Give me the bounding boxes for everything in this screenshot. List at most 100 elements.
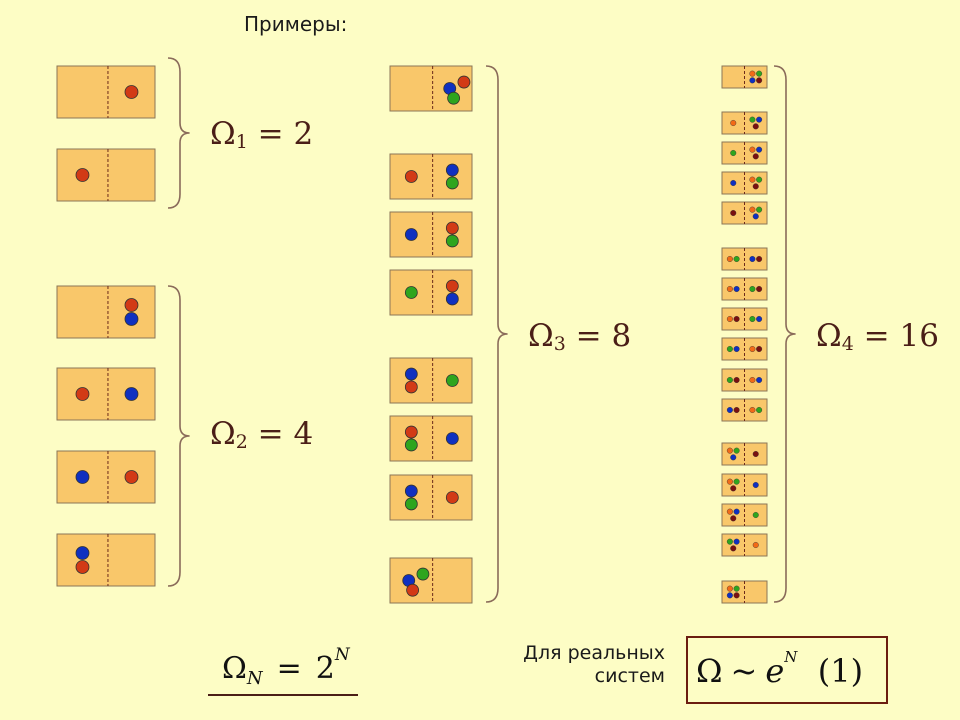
box-outline — [56, 533, 156, 587]
blue-particle — [730, 179, 737, 186]
state-box — [721, 533, 768, 557]
state-box — [721, 307, 768, 331]
green-particle — [404, 497, 418, 511]
maroon-particle — [756, 77, 763, 84]
curly-brace — [773, 65, 796, 603]
maroon-particle — [756, 286, 763, 293]
orange-particle — [730, 119, 737, 126]
state-box — [389, 557, 473, 604]
blue-particle — [733, 286, 740, 293]
real-exponent: N — [784, 648, 798, 666]
box-outline — [56, 450, 156, 504]
green-particle — [404, 286, 418, 299]
blue-particle — [404, 484, 418, 498]
formula-equals: = — [276, 651, 302, 686]
red-particle — [445, 221, 459, 235]
orange-particle — [726, 447, 733, 454]
orange-particle — [749, 206, 756, 213]
green-particle — [445, 176, 459, 190]
state-box — [56, 65, 156, 119]
orange-particle — [726, 508, 733, 515]
formula-subscript: N — [246, 668, 263, 689]
green-particle — [749, 116, 756, 123]
maroon-particle — [733, 316, 740, 323]
real-omega: Ω — [696, 652, 723, 690]
orange-particle — [726, 286, 733, 293]
orange-particle — [749, 146, 756, 153]
state-box — [721, 111, 768, 135]
green-particle — [733, 447, 740, 454]
omega-3-label: Ω3 = 8 — [528, 318, 631, 355]
red-particle — [404, 425, 418, 439]
orange-particle — [749, 70, 756, 77]
maroon-particle — [756, 346, 763, 353]
blue-particle — [404, 228, 418, 241]
state-box — [56, 533, 156, 587]
green-particle — [756, 70, 763, 77]
omega-subscript: 4 — [841, 333, 854, 355]
maroon-particle — [752, 153, 759, 160]
state-box — [721, 141, 768, 165]
blue-particle — [75, 546, 90, 560]
blue-particle — [124, 387, 139, 401]
formula-underline — [208, 694, 358, 696]
state-boxes — [56, 65, 768, 604]
state-box — [721, 201, 768, 225]
box-outline — [56, 367, 156, 421]
maroon-particle — [752, 183, 759, 190]
maroon-particle — [733, 592, 740, 599]
blue-particle — [749, 256, 756, 263]
orange-particle — [749, 377, 756, 384]
omega-value: = 8 — [565, 318, 632, 354]
maroon-particle — [756, 256, 763, 263]
green-particle — [733, 256, 740, 263]
blue-particle — [756, 146, 763, 153]
maroon-particle — [752, 451, 759, 458]
green-particle — [756, 176, 763, 183]
orange-particle — [726, 256, 733, 263]
omega-symbol: Ω — [528, 318, 554, 354]
box-outline — [56, 65, 156, 119]
red-particle — [445, 279, 459, 293]
maroon-particle — [730, 515, 737, 522]
box-outline — [389, 357, 473, 404]
state-box — [721, 368, 768, 392]
state-box — [56, 450, 156, 504]
blue-particle — [749, 77, 756, 84]
box-outline — [389, 474, 473, 521]
real-sim: ~ — [730, 652, 758, 690]
state-box — [56, 148, 156, 202]
orange-particle — [749, 176, 756, 183]
red-particle — [404, 170, 418, 183]
state-box — [721, 337, 768, 361]
state-box — [389, 269, 473, 316]
blue-particle — [75, 470, 90, 484]
maroon-particle — [733, 377, 740, 384]
blue-particle — [752, 482, 759, 489]
blue-particle — [404, 367, 418, 381]
green-particle — [733, 478, 740, 485]
state-box — [389, 357, 473, 404]
red-particle — [406, 583, 420, 597]
omega-symbol: Ω — [210, 116, 236, 152]
caption-line-1: Для реальных — [523, 642, 665, 664]
green-particle — [733, 585, 740, 592]
formula-exponent: N — [334, 645, 350, 665]
blue-particle — [733, 538, 740, 545]
green-particle — [749, 316, 756, 323]
omega-4-label: Ω4 = 16 — [816, 318, 939, 355]
state-box — [389, 65, 473, 112]
state-box — [389, 211, 473, 258]
omega-symbol: Ω — [816, 318, 842, 354]
red-particle — [445, 491, 459, 504]
state-box — [56, 367, 156, 421]
omega-symbol: Ω — [210, 416, 236, 452]
box-outline — [389, 415, 473, 462]
formula-base: 2 — [315, 651, 335, 686]
state-box — [721, 473, 768, 497]
blue-particle — [733, 508, 740, 515]
braces — [167, 57, 796, 603]
omega-value: = 4 — [247, 416, 314, 452]
blue-particle — [733, 346, 740, 353]
